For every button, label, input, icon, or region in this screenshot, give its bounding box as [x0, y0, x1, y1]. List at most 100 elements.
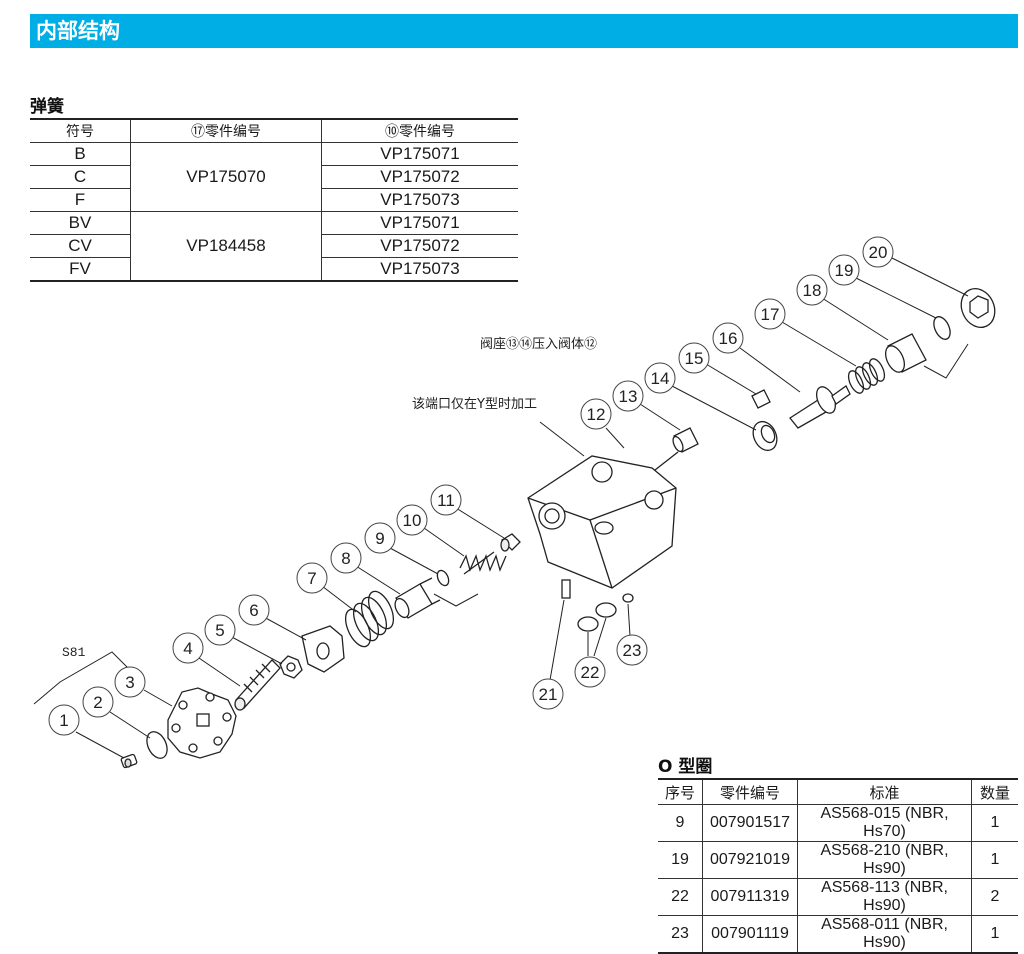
- spring-part10: VP175071: [321, 142, 518, 166]
- part-20-cap: [960, 288, 996, 328]
- part-9-oring: [436, 569, 450, 587]
- callout-circle: [574, 656, 606, 688]
- callout-circle: [580, 398, 612, 430]
- callout-circle: [754, 298, 786, 330]
- callout-circle: [862, 236, 894, 268]
- table-row: BV VP184458 VP175071: [30, 211, 518, 282]
- spring-symbol: B: [30, 142, 131, 166]
- oring-part: 007921019: [702, 841, 798, 879]
- part-17-spring: [847, 358, 886, 394]
- table-row: FV VP175073: [30, 257, 518, 282]
- callout-circle: [238, 594, 270, 626]
- part-22-oring: [595, 602, 617, 618]
- part-number-label: 4: [183, 639, 192, 658]
- spring-symbol: FV: [30, 257, 131, 282]
- part-number-label: 21: [539, 685, 558, 704]
- part-8-piston: [394, 577, 441, 619]
- spring-part10: VP175071: [321, 211, 518, 235]
- part-number-label: 3: [125, 673, 134, 692]
- oring-standard: AS568-015 (NBR, Hs70): [797, 804, 972, 842]
- spring-table-title: 弹簧: [30, 97, 64, 117]
- part-number-label: 6: [249, 601, 258, 620]
- spring-part10: VP175073: [321, 188, 518, 212]
- spring-part17: VP184458: [130, 211, 322, 282]
- table-row: 19 007921019 AS568-210 (NBR, Hs90) 1: [658, 841, 1018, 879]
- spring-col-part17: ⑰零件编号: [130, 119, 322, 143]
- part-12-body: [527, 451, 679, 589]
- callout-circle: [616, 634, 648, 666]
- part-number-label: 14: [651, 369, 670, 388]
- oring-header-row: 序号 零件编号 标准 数量: [658, 779, 1018, 805]
- spring-symbol: BV: [30, 211, 131, 235]
- oring-qty: 1: [971, 804, 1018, 842]
- oring-table-title: O 型圈: [658, 757, 713, 777]
- table-row: C VP175072: [30, 165, 518, 189]
- spring-part17: VP175070: [130, 142, 322, 212]
- callout-circle: [330, 542, 362, 574]
- part-number-label: 20: [869, 243, 888, 262]
- part-10-spring: [459, 551, 507, 575]
- oring-standard: AS568-113 (NBR, Hs90): [797, 878, 972, 916]
- callout-circle: [396, 504, 428, 536]
- table-row: B VP175070 VP175071: [30, 142, 518, 212]
- callout-circle: [430, 484, 462, 516]
- callout-circle: [204, 614, 236, 646]
- callout-circle: [678, 342, 710, 374]
- part-18-sleeve: [884, 333, 927, 373]
- part-number-label: 23: [623, 641, 642, 660]
- callout-circle: [364, 522, 396, 554]
- section-title: 内部结构: [36, 19, 120, 43]
- table-row: 9 007901517 AS568-015 (NBR, Hs70) 1: [658, 804, 1018, 842]
- part-1-screw: [120, 753, 138, 769]
- oring-col-qty: 数量: [971, 779, 1018, 805]
- oring-part: 007901517: [702, 804, 798, 842]
- part-number-label: 16: [719, 329, 738, 348]
- part-number-label: 13: [619, 387, 638, 406]
- part-7-spring: [344, 590, 395, 648]
- spring-part10: VP175073: [321, 257, 518, 282]
- spring-symbol: C: [30, 165, 131, 189]
- part-number-label: 11: [437, 491, 455, 510]
- part-21-pin: [561, 579, 571, 599]
- part-2-washer: [146, 731, 168, 759]
- callout-circle: [796, 274, 828, 306]
- part-number-label: 22: [581, 663, 600, 682]
- part-number-label: 8: [341, 549, 350, 568]
- callout-circle: [532, 678, 564, 710]
- oring-table: 序号 零件编号 标准 数量 9 007901517 AS568-015 (NBR…: [658, 778, 1018, 954]
- part-number-label: 12: [587, 405, 606, 424]
- spring-col-symbol: 符号: [30, 119, 131, 143]
- part-11-plug: [500, 533, 521, 552]
- part-4-stem: [234, 659, 281, 711]
- oring-qty: 1: [971, 841, 1018, 879]
- part-13-seat: [672, 427, 699, 453]
- oring-col-part: 零件编号: [702, 779, 798, 805]
- part-16-stem: [789, 385, 851, 429]
- spring-symbol: F: [30, 188, 131, 212]
- spring-table: 符号 ⑰零件编号 ⑩零件编号 B VP175070 VP175071 C VP1…: [30, 118, 518, 282]
- part-number-label: 9: [375, 529, 384, 548]
- callout-circle: [296, 562, 328, 594]
- spring-part10: VP175072: [321, 234, 518, 258]
- part-6-bonnet: [301, 625, 345, 673]
- part-number-label: 7: [307, 569, 316, 588]
- table-row: F VP175073: [30, 188, 518, 212]
- part-19-oring: [933, 316, 951, 340]
- part-number-label: 15: [685, 349, 704, 368]
- part-22-oring: [577, 616, 599, 632]
- spring-header-row: 符号 ⑰零件编号 ⑩零件编号: [30, 119, 518, 143]
- part-3-handle: [167, 687, 237, 759]
- callout-circle: [114, 666, 146, 698]
- oring-standard: AS568-210 (NBR, Hs90): [797, 841, 972, 879]
- part-number-label: 5: [215, 621, 224, 640]
- spring-part10: VP175072: [321, 165, 518, 189]
- part-15-plug: [751, 389, 771, 409]
- callout-circle: [712, 322, 744, 354]
- part-14-seat-ring: [752, 420, 778, 452]
- table-row: 23 007901119 AS568-011 (NBR, Hs90) 1: [658, 915, 1018, 954]
- oring-index: 22: [658, 878, 703, 916]
- callout-circle: [48, 704, 80, 736]
- s81-group-label: S81: [62, 645, 86, 660]
- spring-symbol: CV: [30, 234, 131, 258]
- oring-index: 9: [658, 804, 703, 842]
